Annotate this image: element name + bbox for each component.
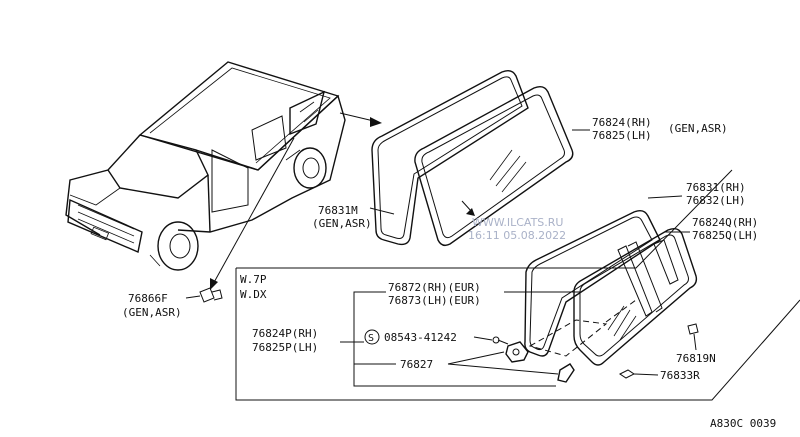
clip-part-76866f — [185, 287, 223, 303]
part-76872-rh-eur: 76872(RH)(EUR) — [388, 281, 481, 294]
part-76825q-lh: 76825Q(LH) — [692, 229, 758, 242]
part-76824p-rh: 76824P(RH) — [252, 327, 318, 340]
part-76824q-rh: 76824Q(RH) — [692, 216, 758, 229]
part-76832-lh: 76832(LH) — [686, 194, 746, 207]
part-76831m: 76831M — [318, 204, 358, 217]
arrow-head-icon — [370, 117, 382, 127]
note-gen-asr-upper: (GEN,ASR) — [668, 122, 728, 135]
watermark-site: WWW.ILCATS.RU — [472, 216, 563, 229]
variant-frame — [236, 169, 733, 269]
note-gen-asr-left: (GEN,ASR) — [122, 306, 182, 319]
vehicle-illustration — [65, 61, 346, 271]
part-08543-41242: 08543-41242 — [384, 331, 457, 344]
lower-glass-assembly — [492, 209, 699, 383]
note-gen-asr-mid: (GEN,ASR) — [312, 217, 372, 230]
diagram-code: A830C 0039 — [710, 417, 776, 430]
screw-symbol-icon — [364, 329, 380, 345]
part-76831-rh: 76831(RH) — [686, 181, 746, 194]
arrow-head-icon — [210, 278, 218, 290]
variant-w7p: W.7P — [240, 273, 267, 286]
arrow-head-icon — [466, 208, 475, 216]
part-76819n: 76819N — [676, 352, 716, 365]
variant-wdx: W.DX — [240, 288, 267, 301]
part-76825p-lh: 76825P(LH) — [252, 341, 318, 354]
part-76833r: 76833R — [660, 369, 700, 382]
part-76873-lh-eur: 76873(LH)(EUR) — [388, 294, 481, 307]
part-76866f: 76866F — [128, 292, 168, 305]
part-76825-lh: 76825(LH) — [592, 129, 652, 142]
leader-arrows — [210, 112, 475, 290]
upper-glass-assembly — [369, 69, 590, 247]
watermark-timestamp: 16:11 05.08.2022 — [468, 229, 566, 242]
part-76827: 76827 — [400, 358, 433, 371]
screw-symbol: S — [368, 333, 374, 344]
part-76824-rh: 76824(RH) — [592, 116, 652, 129]
